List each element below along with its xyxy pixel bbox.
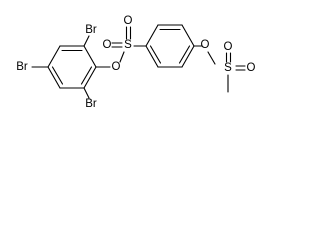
tribromophenyl-ring <box>47 45 97 89</box>
atom-o-mesyloxy: O <box>201 39 210 51</box>
mesyloxy-bonds <box>193 45 246 93</box>
atom-o-mesyl-right: O <box>247 62 256 74</box>
atom-s-mesyl: S <box>224 62 232 74</box>
chemical-structure-diagram: Br Br Br O S O O O S O O <box>16 15 256 110</box>
atom-o-mesyl-top: O <box>224 41 233 53</box>
atom-br-bottom: Br <box>85 98 97 110</box>
atom-s-sulfonyl: S <box>124 39 132 51</box>
atom-o-sulfonyl-left: O <box>103 39 112 51</box>
atom-br-top: Br <box>85 24 97 36</box>
phenylene-ring <box>145 24 195 68</box>
ring-substituent-bonds <box>31 35 111 99</box>
sulfonyl-linker-bonds <box>111 26 147 63</box>
atom-o-sulfonyl-top: O <box>124 15 133 27</box>
atom-br-left: Br <box>16 61 28 73</box>
atom-o-ester: O <box>112 61 121 73</box>
